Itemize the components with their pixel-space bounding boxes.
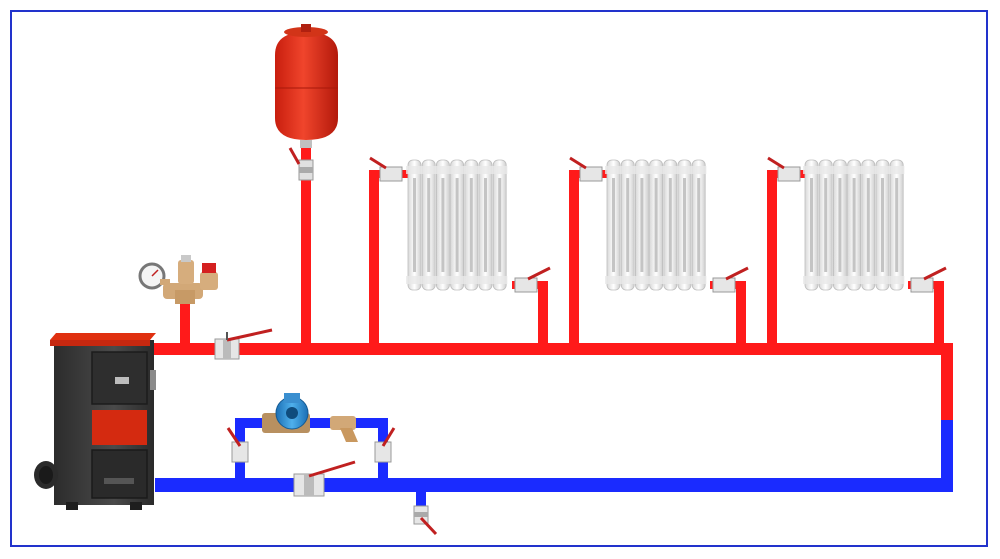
radiator-1-icon — [406, 159, 508, 291]
radiator-header — [803, 166, 905, 174]
radiator-header — [406, 276, 508, 284]
return-bypass-valve — [293, 460, 356, 497]
tank-shutoff-valve — [288, 147, 314, 181]
radiator-fin — [484, 178, 487, 272]
radiator-header — [605, 166, 707, 174]
radiator-fin — [668, 178, 672, 272]
radiator-fin — [640, 178, 644, 272]
radiator-fin — [498, 178, 502, 272]
pump-isolation-valves — [226, 427, 396, 463]
expansion-tank-icon — [275, 24, 338, 148]
radiator-fin — [866, 178, 870, 272]
radiator-valves — [369, 156, 947, 293]
radiator3-return-riser — [934, 283, 944, 348]
radiator1-supply-riser — [369, 172, 379, 348]
safety-group-pipe — [180, 296, 190, 346]
return-pipes — [155, 418, 953, 506]
radiator-fin — [469, 178, 473, 272]
radiator2-supply-riser — [569, 172, 579, 348]
radiator-header — [803, 276, 905, 284]
supply-main-valve — [214, 328, 273, 360]
safety-group-icon — [138, 255, 218, 304]
radiator-fin — [824, 178, 828, 272]
supply-main-pipe — [150, 343, 953, 355]
drain-pipe — [416, 490, 426, 506]
radiator-header — [605, 276, 707, 284]
radiator-header — [406, 166, 508, 174]
radiator1-return-riser — [538, 283, 548, 348]
radiator-fin — [427, 178, 431, 272]
radiator-fin — [838, 178, 842, 272]
bypass-top-pipe — [235, 418, 388, 428]
radiator-fin — [654, 178, 658, 272]
return-main-pipe — [155, 478, 953, 492]
radiator-fin — [626, 178, 630, 272]
radiator-3-icon — [803, 159, 905, 291]
radiator-fin — [413, 178, 416, 272]
radiator3-supply-riser — [767, 172, 777, 348]
radiator-fin — [612, 178, 615, 272]
radiator2-return-riser — [736, 283, 746, 348]
solid-fuel-boiler-icon — [34, 333, 156, 510]
radiator-fin — [810, 178, 813, 272]
radiator-fin — [683, 178, 686, 272]
drain-valve-icon — [413, 505, 438, 536]
radiator-fin — [852, 178, 856, 272]
radiator-2-icon — [605, 159, 707, 291]
riser-supply-segment — [941, 343, 953, 420]
circulation-pump-icon — [262, 393, 310, 433]
expansion-tank-pipe — [301, 140, 311, 346]
riser-return-segment — [941, 420, 953, 492]
radiator-fin — [455, 178, 459, 272]
radiator-fin — [441, 178, 445, 272]
strainer-filter-icon — [330, 416, 358, 442]
radiator-fin — [697, 178, 701, 272]
radiator-fin — [881, 178, 884, 272]
radiator-fin — [895, 178, 899, 272]
